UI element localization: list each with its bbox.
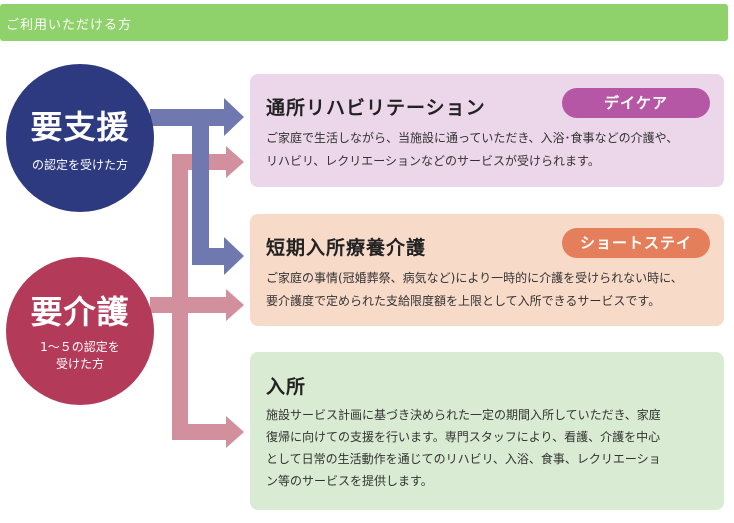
daycare-description: ご家庭で生活しながら、当施設に通っていただき、入浴･食事などの介護や、 リハビリ… [266, 127, 710, 173]
admission-desc-line1: 施設サービス計画に基づき決められた一定の期間入所していただき、家庭 [266, 408, 661, 422]
short-stay-card: 短期入所療養介護 ショートステイ ご家庭の事情(冠婚葬祭、病気など)により一時的… [250, 214, 724, 326]
admission-title: 入所 [266, 376, 307, 398]
care-note-line2: 受けた方 [55, 357, 104, 371]
admission-desc-line3: として日常の生活動作を通じてのリハビリ、入浴、食事、レクリエーショ [266, 452, 661, 466]
section-header: ご利用いただける方 [0, 4, 728, 41]
care-note: 1～５の認定を 受けた方 [6, 339, 154, 373]
daycare-title: 通所リハビリテーション [266, 97, 486, 119]
support-note: の認定を受けた方 [31, 158, 128, 172]
support-circle: 要支援 の認定を受けた方 [6, 64, 154, 212]
admission-description: 施設サービス計画に基づき決められた一定の期間入所していただき、家庭 復帰に向けて… [266, 404, 710, 492]
daycare-desc-line1: ご家庭で生活しながら、当施設に通っていただき、入浴･食事などの介護や、 [266, 131, 679, 145]
admission-card: 入所 施設サービス計画に基づき決められた一定の期間入所していただき、家庭 復帰に… [250, 352, 724, 510]
support-arrow-to-short-shaft [192, 248, 226, 265]
care-arrow-to-short-head [226, 289, 244, 321]
daycare-card: 通所リハビリテーション デイケア ご家庭で生活しながら、当施設に通っていただき、… [250, 74, 724, 187]
short-stay-desc-line1: ご家庭の事情(冠婚葬祭、病気など)により一時的に介護を受けられない時に、 [266, 271, 683, 285]
support-arrows [150, 98, 244, 275]
admission-desc-line2: 復帰に向けての支援を行います。専門スタッフにより、看護、介護を中心 [266, 430, 661, 444]
support-arrow-to-short-head [224, 237, 244, 275]
short-stay-description: ご家庭の事情(冠婚葬祭、病気など)により一時的に介護を受けられない時に、 要介護… [266, 267, 710, 313]
section-title: ご利用いただける方 [6, 18, 133, 33]
admission-desc-line4: ン等のサービスを提供します。 [266, 474, 433, 488]
daycare-desc-line2: リハビリ、レクリエーションなどのサービスが受けられます。 [266, 154, 600, 168]
short-stay-title: 短期入所療養介護 [266, 237, 427, 259]
support-arrow-trunk [192, 109, 209, 265]
care-circle: 要介護 1～５の認定を 受けた方 [6, 257, 154, 405]
support-arrow-to-daycare-head [224, 98, 244, 136]
daycare-badge: デイケア [562, 88, 710, 118]
care-arrow-to-short-shaft [172, 297, 228, 313]
care-note-line1: 1～５の認定を [40, 340, 120, 354]
support-arrow-stem [150, 109, 226, 126]
care-arrow-to-admission-shaft [172, 424, 228, 440]
care-arrow-to-admission-head [226, 416, 244, 448]
care-arrow-to-daycare-head [226, 146, 244, 178]
care-label: 要介護 [30, 293, 130, 331]
support-label: 要支援 [30, 108, 130, 146]
care-arrows [150, 146, 244, 448]
short-stay-desc-line2: 要介護度で定められた支給限度額を上限として入所できるサービスです。 [266, 294, 661, 308]
short-stay-badge: ショートステイ [562, 228, 710, 258]
